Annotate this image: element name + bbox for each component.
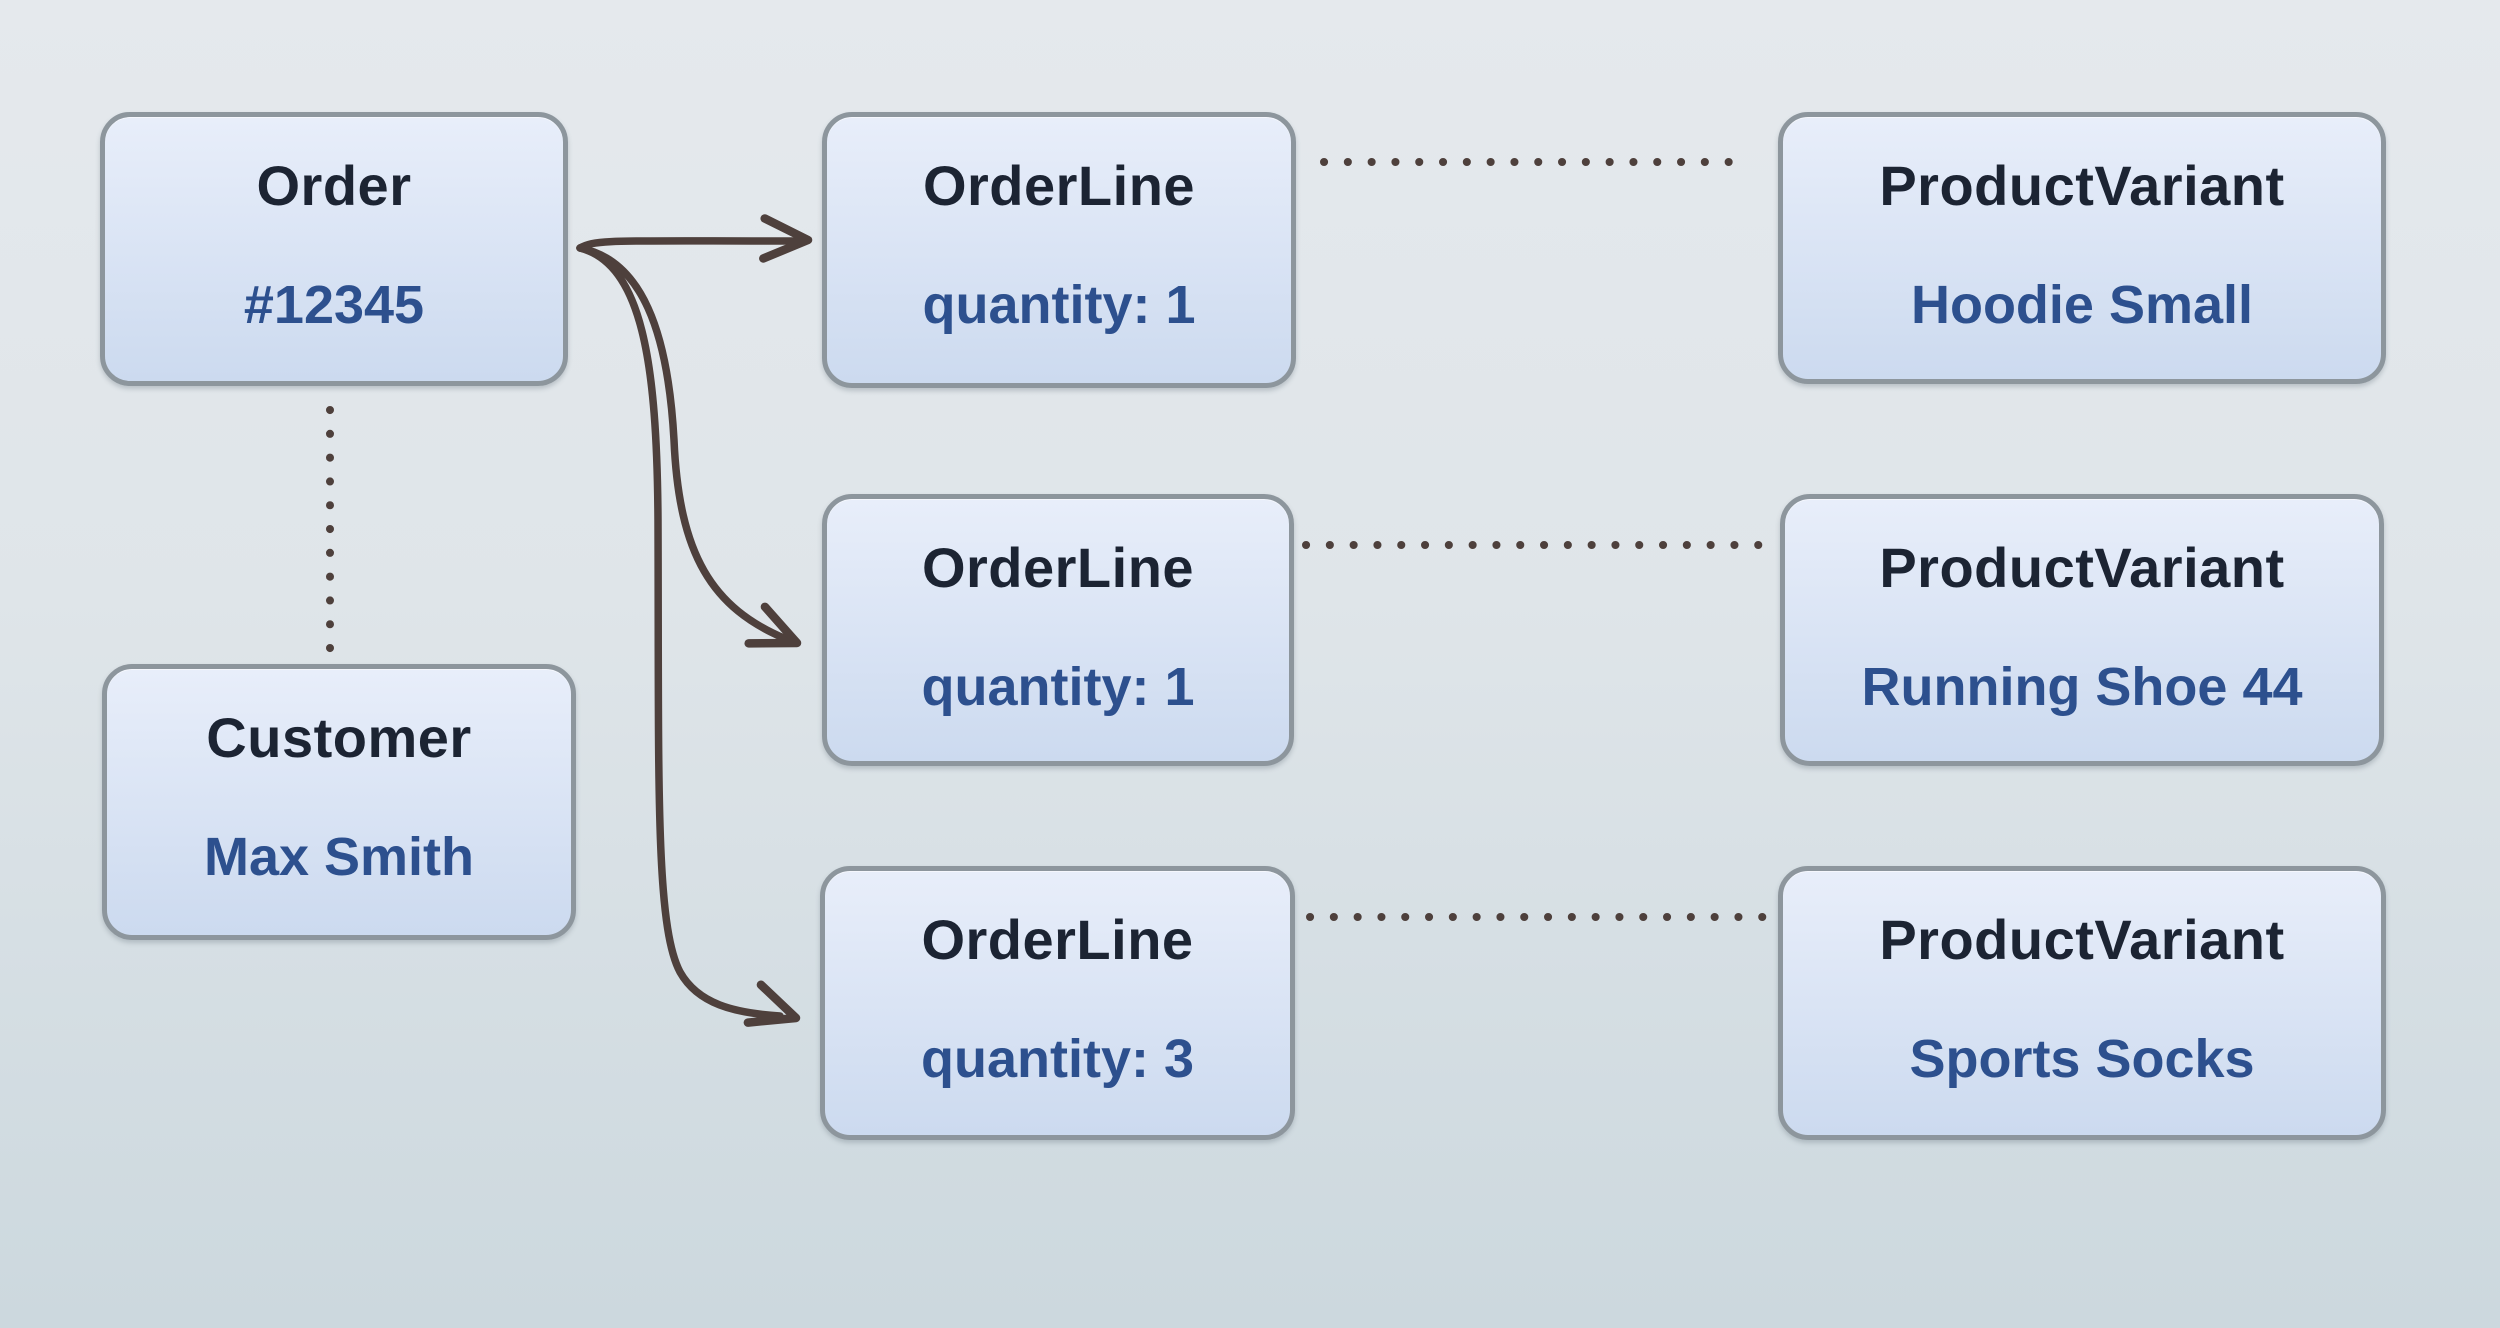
productvariant-3-entity-value: Sports Socks: [1909, 1029, 2255, 1089]
productvariant-1-entity-box: ProductVariant Hoodie Small: [1778, 112, 2386, 384]
order-orderline-3-arrowhead: [743, 980, 801, 1027]
order-orderline-2-arrow: [576, 244, 790, 643]
productvariant-2-entity-value: Running Shoe 44: [1861, 657, 2303, 717]
orderline-2-entity-title: OrderLine: [921, 536, 1195, 599]
order-entity-value: #12345: [243, 275, 425, 335]
productvariant-1-entity-title: ProductVariant: [1879, 154, 2285, 217]
productvariant-2-entity-box: ProductVariant Running Shoe 44: [1780, 494, 2384, 766]
order-orderline-1-arrowhead: [759, 214, 813, 263]
orderline-3-entity-title: OrderLine: [921, 908, 1194, 971]
productvariant-1-entity-value: Hoodie Small: [1910, 275, 2254, 335]
customer-entity-title: Customer: [206, 706, 472, 769]
order-orderline-2-arrowhead: [744, 602, 802, 648]
order-orderline-1-arrow: [576, 237, 802, 252]
order-entity-box: Order #12345: [100, 112, 568, 386]
order-orderline-3-arrow: [576, 244, 784, 1020]
productvariant-2-entity-title: ProductVariant: [1879, 536, 2285, 599]
orderline-3-entity-value: quantity: 3: [920, 1029, 1194, 1089]
customer-entity-box: Customer Max Smith: [102, 664, 576, 940]
orderline-1-entity-title: OrderLine: [922, 154, 1196, 217]
orderline-2-entity-value: quantity: 1: [921, 657, 1195, 717]
order-entity-title: Order: [256, 154, 412, 217]
productvariant-3-entity-box: ProductVariant Sports Socks: [1778, 866, 2386, 1140]
orderline-3-entity-box: OrderLine quantity: 3: [820, 866, 1295, 1140]
customer-entity-value: Max Smith: [203, 827, 475, 887]
orderline-1-entity-box: OrderLine quantity: 1: [822, 112, 1296, 388]
orderline-2-entity-box: OrderLine quantity: 1: [822, 494, 1294, 766]
orderline-1-entity-value: quantity: 1: [922, 275, 1196, 335]
productvariant-3-entity-title: ProductVariant: [1879, 908, 2285, 971]
